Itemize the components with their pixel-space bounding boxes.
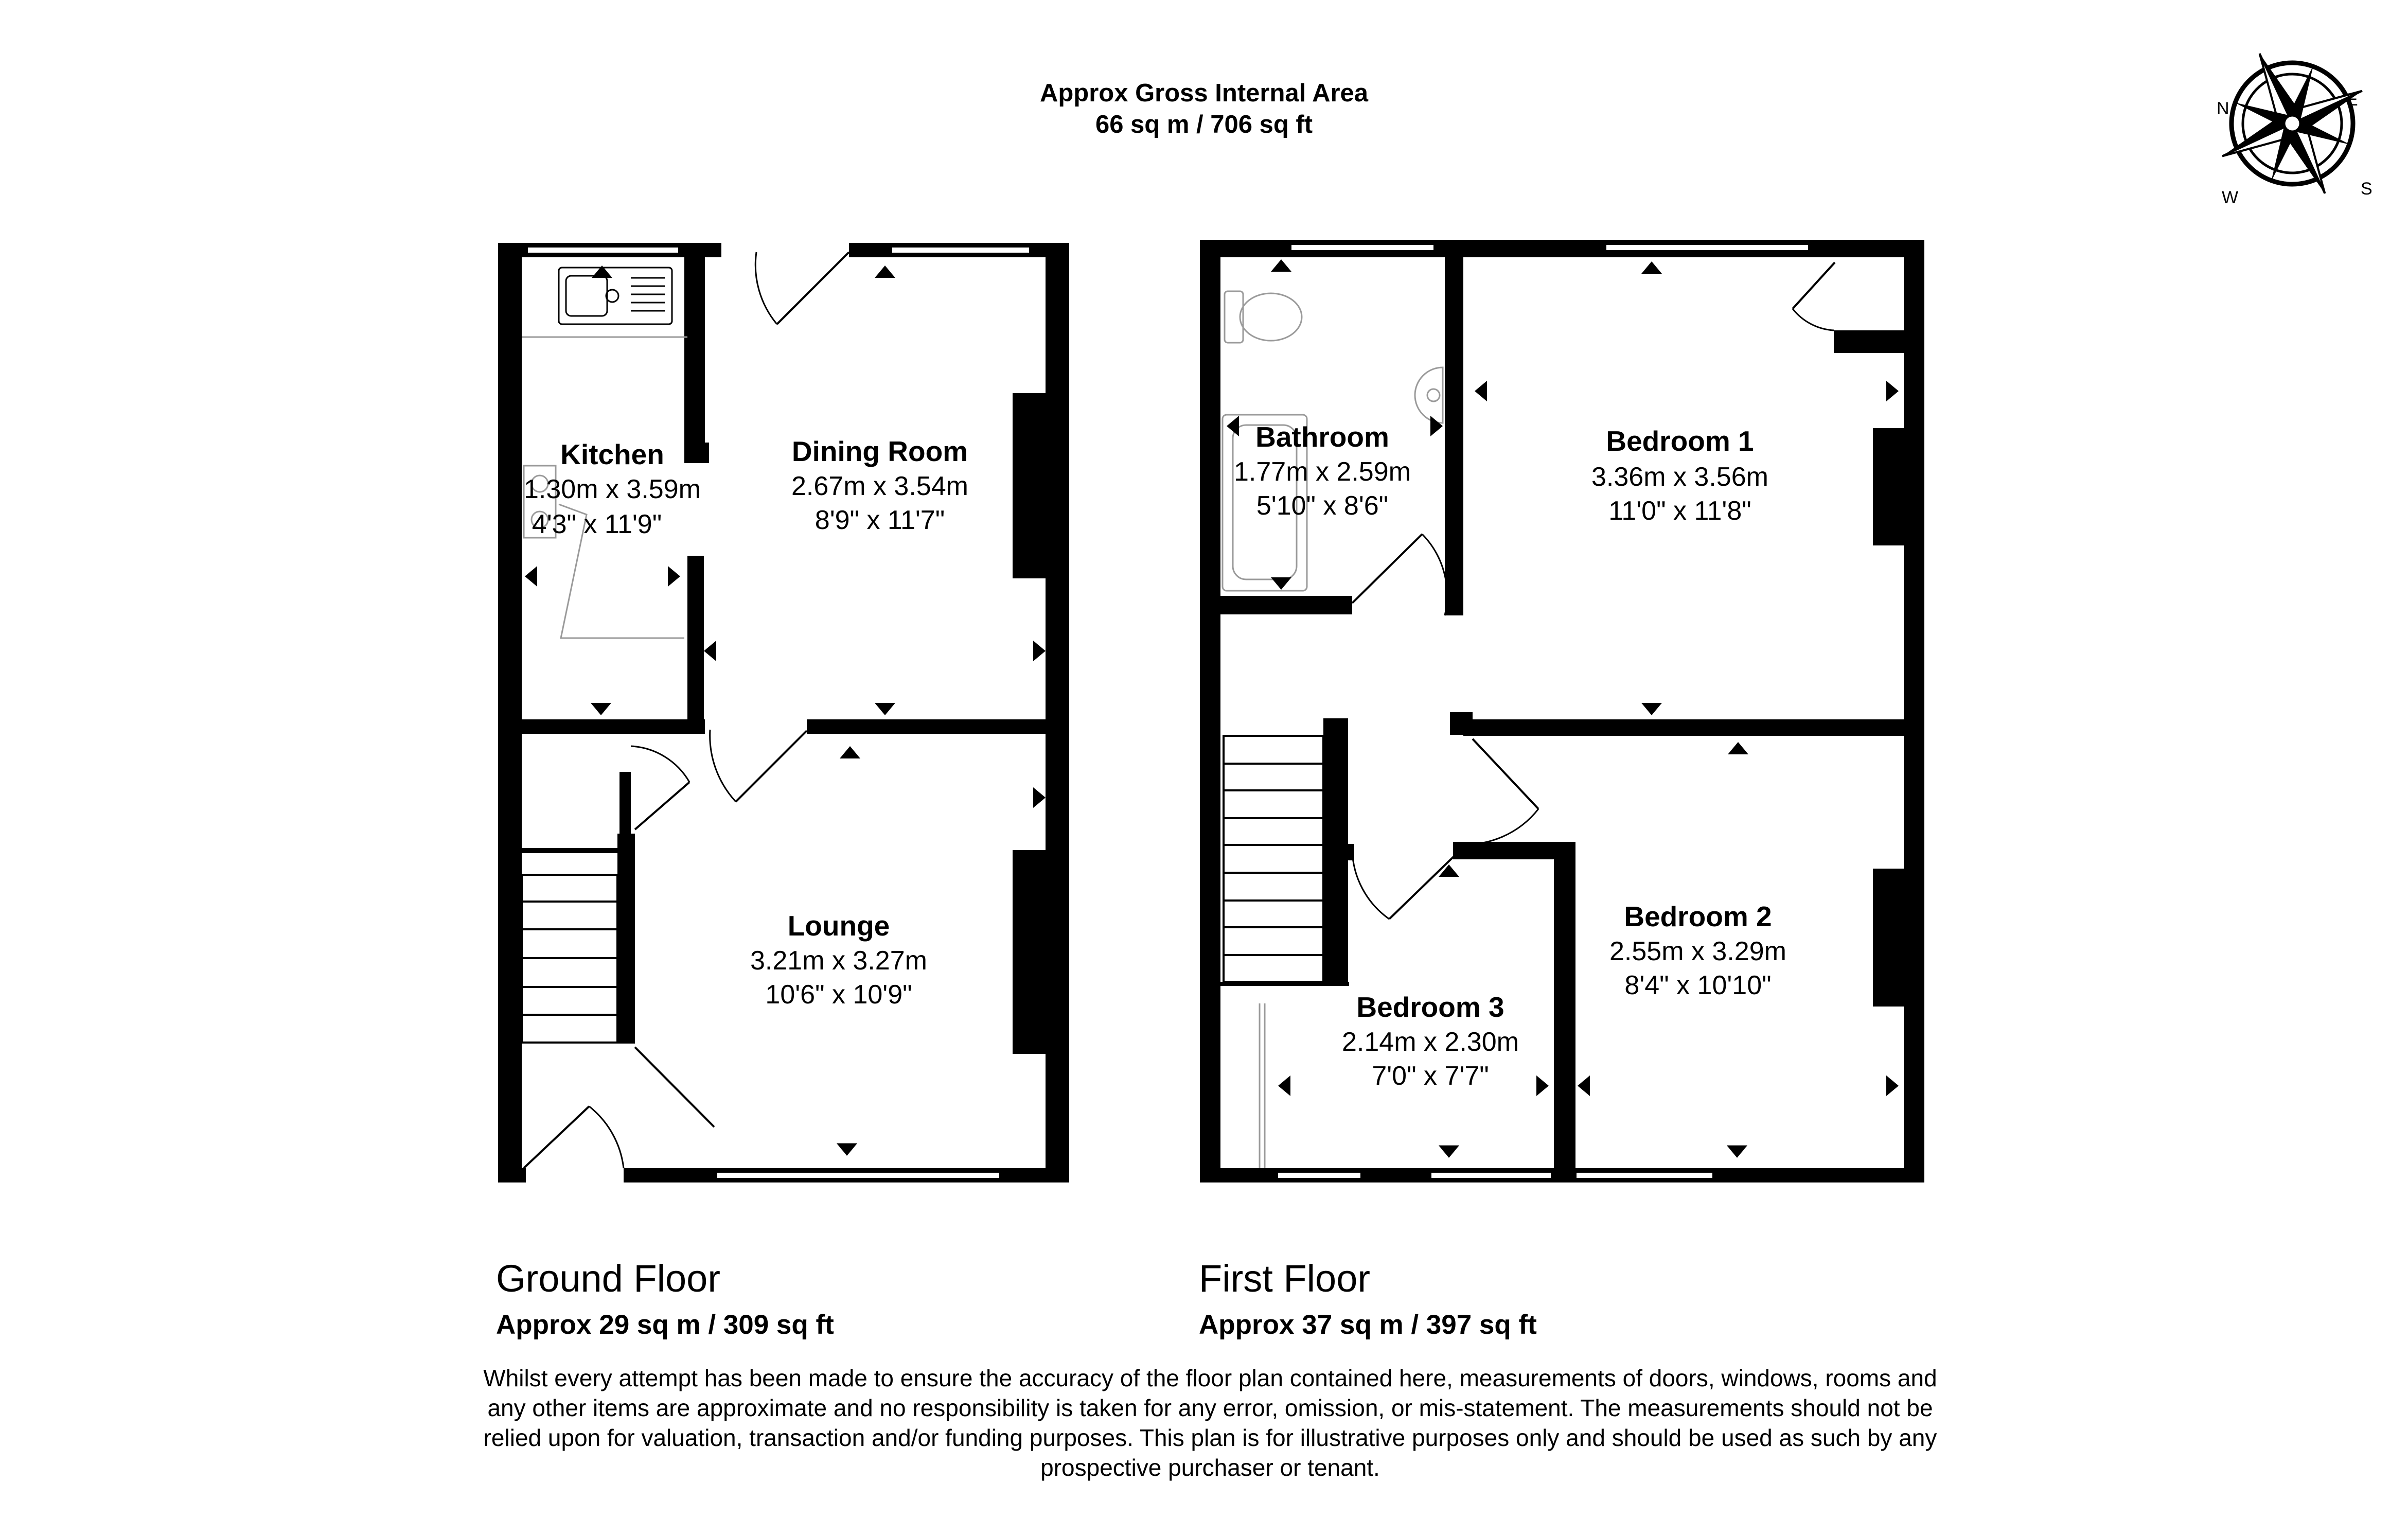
bedroom1-name: Bedroom 1 [1606, 425, 1754, 457]
bedroom2-door-icon [1456, 738, 1539, 845]
bedroom2-imperial: 8'4" x 10'10" [1624, 970, 1771, 1000]
dining-room-imperial: 8'9" x 11'7" [815, 505, 945, 535]
lounge-name: Lounge [788, 910, 890, 942]
disclaimer: Whilst every attempt has been made to en… [483, 1365, 1937, 1481]
disclaimer-line-2: any other items are approximate and no r… [487, 1395, 1933, 1421]
first-floor-area: Approx 37 sq m / 397 sq ft [1199, 1310, 1537, 1340]
first-floor-plan: Bathroom 1.77m x 2.59m 5'10" x 8'6" Bedr… [1200, 240, 1924, 1182]
kitchen-worktop-outline [558, 503, 684, 639]
dining-room-name: Dining Room [792, 435, 968, 467]
compass-rose-icon [2222, 53, 2363, 194]
lounge-imperial: 10'6" x 10'9" [765, 980, 912, 1010]
bathroom-name: Bathroom [1255, 421, 1389, 453]
ground-floor-markers [525, 266, 1046, 1156]
compass-n-label: N [2217, 99, 2229, 118]
bedroom2-metric: 2.55m x 3.29m [1609, 937, 1786, 966]
gross-area-title: Approx Gross Internal Area [1040, 79, 1369, 107]
disclaimer-line-3: relied upon for valuation, transaction a… [484, 1424, 1937, 1451]
ground-floor-title: Ground Floor [496, 1257, 720, 1300]
disclaimer-line-1: Whilst every attempt has been made to en… [483, 1365, 1937, 1391]
ground-floor-stairs [521, 874, 618, 1044]
bathroom-metric: 1.77m x 2.59m [1234, 457, 1411, 487]
first-floor-title: First Floor [1199, 1257, 1370, 1300]
bedroom3-door-icon [1351, 850, 1457, 920]
lounge-metric: 3.21m x 3.27m [750, 946, 927, 976]
gross-area-value: 66 sq m / 706 sq ft [1095, 111, 1313, 138]
dining-room-metric: 2.67m x 3.54m [791, 471, 968, 501]
ground-floor-plan: Kitchen 1.30m x 3.59m 4'3" x 11'9" Dinin… [498, 242, 1069, 1184]
compass-s-label: S [2361, 179, 2372, 199]
disclaimer-line-4: prospective purchaser or tenant. [1040, 1454, 1380, 1481]
front-door-icon [523, 1105, 625, 1169]
bath-icon [1221, 414, 1308, 592]
cupboard-door-icon [1792, 261, 1836, 331]
first-floor-stairs [1220, 735, 1349, 986]
kitchen-sink-icon [558, 267, 673, 325]
bathroom-door-icon [1351, 533, 1448, 616]
bedroom3-imperial: 7'0" x 7'7" [1372, 1061, 1489, 1091]
lounge-door-icon [709, 729, 808, 803]
first-floor-markers [1227, 259, 1899, 1158]
bedroom2-name: Bedroom 2 [1624, 901, 1772, 932]
bathroom-imperial: 5'10" x 8'6" [1256, 491, 1388, 521]
bedroom3-metric: 2.14m x 2.30m [1342, 1027, 1519, 1057]
kitchen-hob-icon [523, 465, 557, 539]
toilet-icon [1224, 290, 1303, 344]
bedroom1-imperial: 11'0" x 11'8" [1608, 496, 1751, 526]
compass-w-label: W [2222, 188, 2238, 207]
hall-door-icon [634, 1046, 715, 1128]
compass-e-label: E [2346, 90, 2358, 110]
kitchen-metric: 1.30m x 3.59m [524, 474, 701, 504]
bedroom1-metric: 3.36m x 3.56m [1591, 462, 1768, 492]
bedroom3-name: Bedroom 3 [1356, 991, 1504, 1023]
kitchen-name: Kitchen [560, 438, 664, 470]
dining-top-door-icon [754, 251, 850, 325]
basin-icon [1414, 366, 1444, 424]
kitchen-imperial: 4'3" x 11'9" [532, 509, 662, 539]
store-door-icon [630, 745, 690, 831]
ground-floor-area: Approx 29 sq m / 309 sq ft [496, 1310, 834, 1340]
